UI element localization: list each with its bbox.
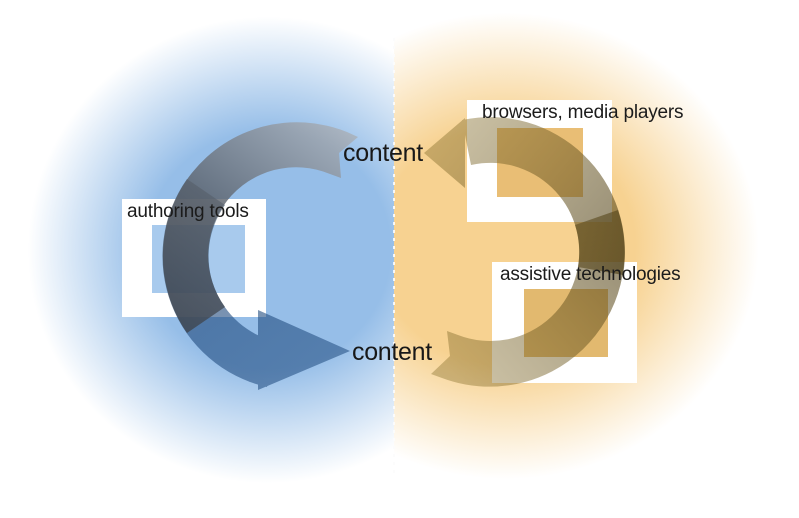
divider-dotted-line (393, 38, 395, 476)
inner-square-browsers-media-players (497, 128, 583, 197)
flow-label-content-bottom: content (352, 338, 432, 366)
node-label-authoring-tools: authoring tools (127, 201, 249, 222)
inner-square-authoring-tools (152, 225, 245, 293)
node-label-assistive-technologies: assistive technologies (500, 264, 681, 285)
flow-label-content-top: content (343, 139, 423, 167)
inner-square-assistive-technologies (524, 289, 608, 357)
node-label-browsers-media-players: browsers, media players (482, 102, 684, 123)
half-background-right (394, 0, 799, 518)
